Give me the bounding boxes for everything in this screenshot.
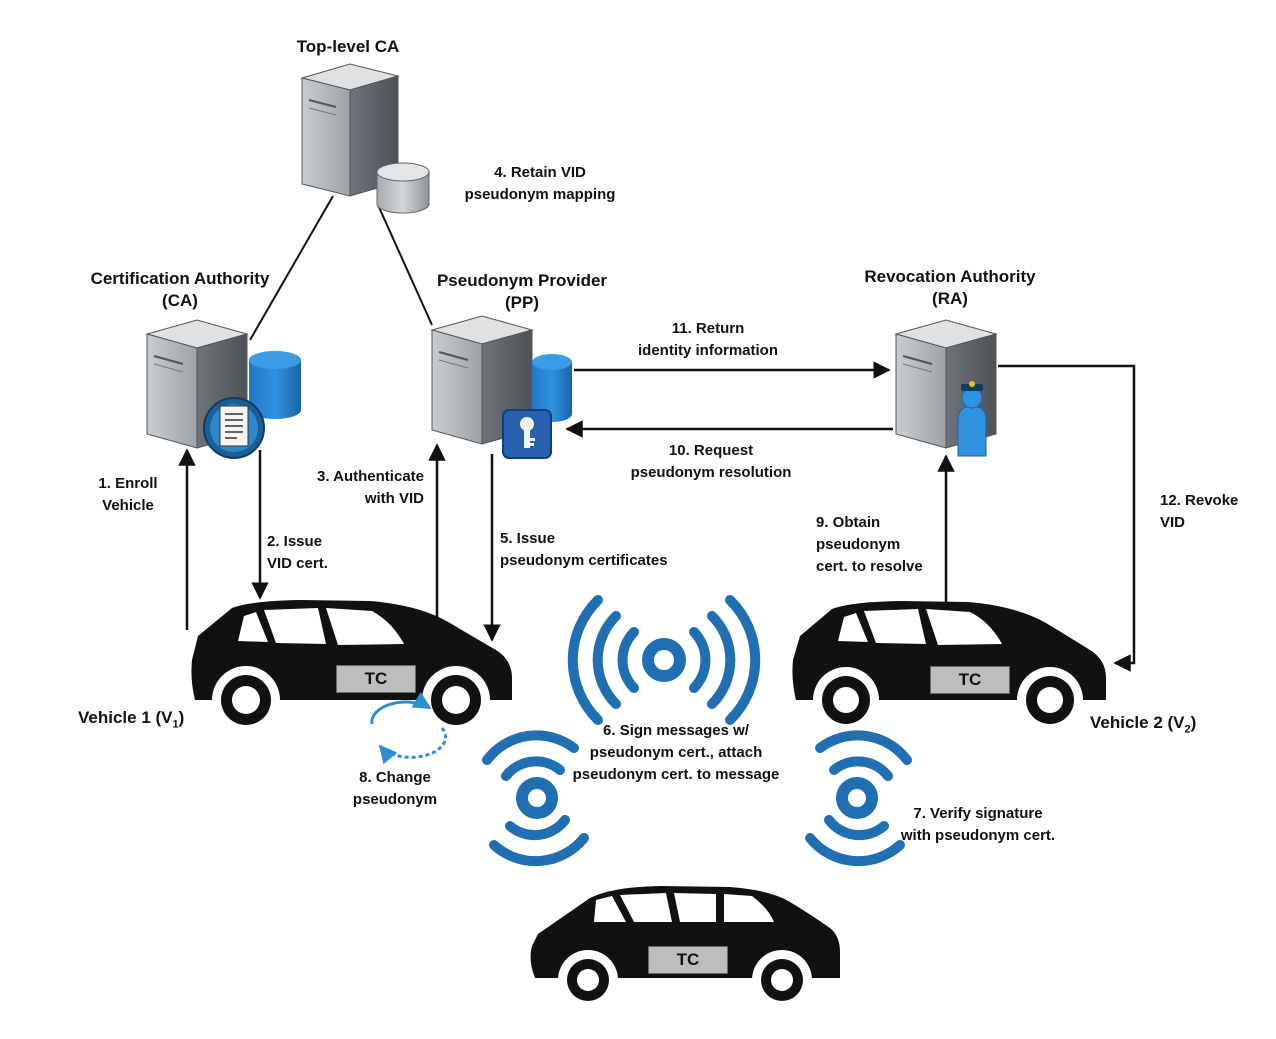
ca-label-line-2: (CA) [162, 291, 198, 310]
pp-server-icon [430, 315, 572, 459]
step-4-line-2: pseudonym mapping [464, 186, 616, 203]
vehicle-3-car-icon [530, 886, 840, 1010]
step-8-line-2: pseudonym [352, 791, 438, 808]
police-officer-icon [957, 381, 987, 457]
step-10-line-1: 10. Request [668, 442, 754, 459]
step-4-line-1: 4. Retain VID [494, 164, 586, 181]
top-ca-server-icon [300, 63, 430, 214]
step-10-line-2: pseudonym resolution [630, 464, 792, 481]
step-1-line-1: 1. Enroll [98, 475, 158, 492]
link-topca-ca [249, 195, 334, 341]
vehicle-1-car-icon [191, 600, 512, 734]
step-6-line-1: 6. Sign messages w/ [603, 722, 749, 739]
pp-label-line-2: (PP) [505, 293, 539, 312]
pp-label: Pseudonym Provider (PP) [412, 270, 632, 314]
vehicle-1-tc-box: TC [336, 665, 416, 693]
key-icon [502, 409, 552, 459]
ra-label-line-2: (RA) [932, 289, 968, 308]
step-3-label: 3. Authenticate with VID [286, 466, 424, 510]
ra-server-icon [894, 319, 998, 457]
ca-label-line-1: Certification Authority [90, 269, 270, 288]
step-7-line-2: with pseudonym cert. [900, 827, 1056, 844]
wireless-signal-left-icon [482, 730, 589, 867]
vehicle-2-label-sub: 2 [1184, 723, 1191, 736]
step-5-line-1: 5. Issue [500, 530, 556, 547]
step-5-line-2: pseudonym certificates [500, 552, 668, 569]
step-4-label: 4. Retain VID pseudonym mapping [446, 162, 634, 206]
ra-label-line-1: Revocation Authority [864, 267, 1036, 286]
step-9-line-2: pseudonym [816, 536, 901, 553]
step-1-label: 1. Enroll Vehicle [76, 473, 180, 517]
vehicle-2-car-icon [792, 601, 1106, 733]
ca-database-icon [249, 351, 301, 419]
step-7-line-1: 7. Verify signature [913, 805, 1043, 822]
vehicle-2-label-close: ) [1190, 713, 1197, 732]
vehicle-1-label-sub: 1 [172, 718, 179, 731]
step-11-line-2: identity information [638, 342, 778, 359]
vehicle-1-label-text: Vehicle 1 (V [78, 708, 173, 727]
ca-server-icon [145, 319, 301, 459]
step-6-line-3: pseudonym cert. to message [572, 766, 780, 783]
top-ca-label: Top-level CA [296, 37, 400, 56]
arrow-revoke-vid [998, 364, 1136, 672]
step-8-label: 8. Change pseudonym [330, 767, 460, 811]
step-1-line-2: Vehicle [102, 497, 154, 514]
pp-label-line-1: Pseudonym Provider [436, 271, 608, 290]
vehicle-3-tc-box: TC [648, 946, 728, 974]
step-5-label: 5. Issue pseudonym certificates [500, 528, 668, 572]
link-topca-pp [377, 204, 433, 326]
step-12-line-2: VID [1160, 514, 1186, 531]
ca-label: Certification Authority (CA) [60, 268, 300, 312]
step-6-label: 6. Sign messages w/ pseudonym cert., att… [546, 720, 806, 786]
pp-database-icon [532, 354, 572, 422]
step-8-line-1: 8. Change [359, 769, 431, 786]
vehicle-2-label-text: Vehicle 2 (V [1090, 713, 1185, 732]
step-2-label: 2. Issue VID cert. [267, 531, 328, 575]
vehicle-1-label: Vehicle 1 (V1) [78, 707, 184, 735]
step-10-label: 10. Request pseudonym resolution [606, 440, 816, 484]
certificate-globe-icon [203, 397, 265, 459]
ra-label: Revocation Authority (RA) [830, 266, 1070, 310]
step-11-line-1: 11. Return [671, 320, 745, 337]
step-3-line-1: 3. Authenticate [317, 468, 424, 485]
step-3-line-2: with VID [364, 490, 424, 507]
step-12-label: 12. Revoke VID [1160, 490, 1238, 534]
step-9-line-1: 9. Obtain [816, 514, 881, 531]
step-9-label: 9. Obtain pseudonym cert. to resolve [816, 512, 923, 578]
wireless-signal-center-icon [567, 595, 761, 725]
step-2-line-1: 2. Issue [267, 533, 323, 550]
vehicle-2-label: Vehicle 2 (V2) [1090, 712, 1196, 740]
vehicle-1-label-close: ) [178, 708, 185, 727]
top-ca-database-icon [376, 162, 430, 214]
step-7-label: 7. Verify signature with pseudonym cert. [880, 803, 1076, 847]
wireless-signal-right-icon [805, 730, 912, 867]
change-pseudonym-cycle-icon [370, 691, 448, 765]
step-9-line-3: cert. to resolve [816, 558, 923, 575]
step-12-line-1: 12. Revoke [1160, 492, 1239, 509]
vehicle-2-tc-box: TC [930, 666, 1010, 694]
step-2-line-2: VID cert. [267, 555, 328, 572]
step-6-line-2: pseudonym cert., attach [589, 744, 763, 761]
step-11-label: 11. Return identity information [608, 318, 808, 362]
